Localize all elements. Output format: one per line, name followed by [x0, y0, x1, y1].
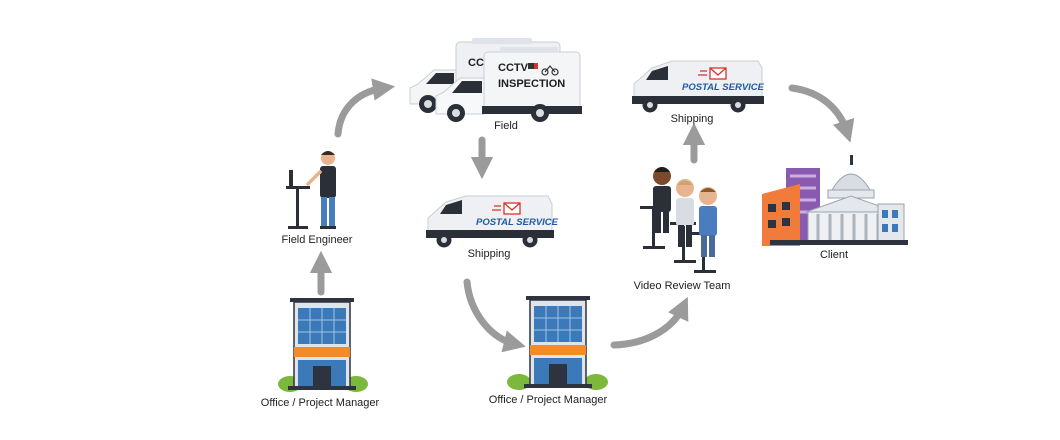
label-shipping-right: Shipping: [670, 113, 714, 125]
truck-text-line2: INSPECTION: [498, 78, 565, 90]
client-buildings: [762, 155, 908, 246]
postal-van-right: POSTAL SERVICE: [632, 60, 765, 113]
postal-van-center-text: POSTAL SERVICE: [476, 217, 559, 228]
label-client: Client: [819, 249, 849, 261]
field-engineer-figure: [286, 151, 336, 229]
flow-arrows: [309, 78, 855, 353]
label-office-center: Office / Project Manager: [488, 394, 608, 406]
video-review-team-figures: [640, 167, 717, 273]
cctv-truck-front: CCTV INSPECTION: [435, 47, 582, 122]
office-building-center: [507, 296, 608, 390]
arrow-engineer-to-field: [334, 78, 396, 138]
postal-van-center: POSTAL SERVICE: [426, 195, 559, 248]
arrow-office-to-review: [610, 296, 689, 349]
truck-text-line1: CCTV: [498, 62, 529, 74]
arrow-shipping-to-office: [463, 278, 526, 353]
label-field: Field: [494, 120, 518, 132]
label-office-left: Office / Project Manager: [260, 397, 380, 409]
office-building-left: [278, 298, 368, 392]
label-field-engineer: Field Engineer: [281, 234, 353, 246]
label-shipping-center: Shipping: [467, 248, 511, 260]
postal-van-right-text: POSTAL SERVICE: [682, 82, 765, 93]
arrow-shipping-to-client: [788, 84, 855, 143]
label-video-review-team: Video Review Team: [633, 280, 731, 292]
